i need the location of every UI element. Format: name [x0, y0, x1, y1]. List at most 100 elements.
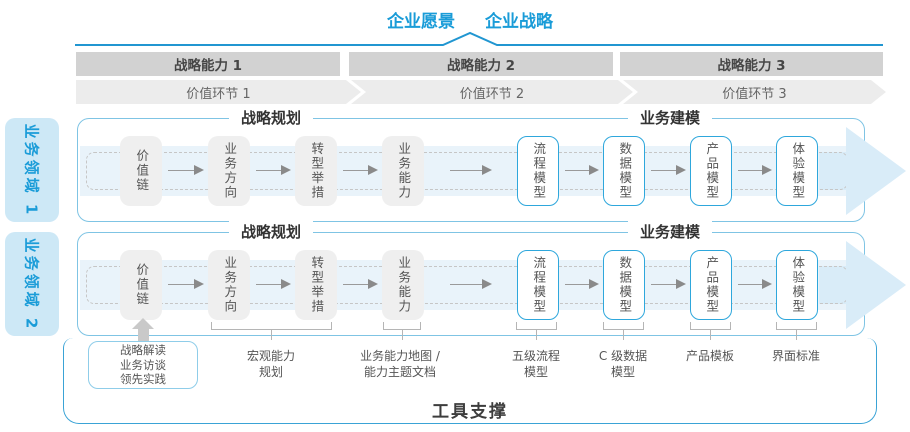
flow-arrow — [343, 165, 378, 175]
bracket-data-model — [603, 322, 644, 330]
flow-arrow — [565, 279, 599, 289]
domain-row-2: 战略规划 业务建模 价值链 业务方向 转型举措 业务能力 流程模型 数据模型 产… — [77, 221, 906, 336]
note-ui-standard: 界面标准 — [771, 349, 821, 363]
domain-label-2: 业务领域 2 — [5, 232, 59, 336]
tool-support-container — [63, 338, 877, 424]
inputs-line: 业务访谈 — [120, 357, 166, 372]
node-label: 产品模型 — [704, 256, 720, 314]
strategy-title: 企业战略 — [485, 12, 553, 32]
value-link-label: 价值环节 2 — [459, 86, 525, 102]
flow-arrow — [168, 279, 204, 289]
node-label: 业务方向 — [222, 142, 238, 200]
tool-support-label: 工具支撑 — [432, 402, 508, 422]
flow-arrow — [256, 165, 291, 175]
section-title-planning: 战略规划 — [228, 107, 314, 128]
flow-arrow — [651, 279, 686, 289]
node-experience-model[interactable]: 体验模型 — [776, 250, 818, 320]
value-link-segment-3: 价值环节 3 — [623, 80, 886, 104]
flow-arrow — [651, 165, 686, 175]
capability-bar-label: 战略能力 3 — [717, 58, 786, 74]
node-label: 流程模型 — [531, 142, 547, 200]
flow-arrow-head — [846, 241, 906, 329]
node-label: 产品模型 — [704, 142, 720, 200]
node-label: 业务能力 — [396, 256, 412, 314]
node-label: 转型举措 — [309, 256, 325, 314]
node-data-model[interactable]: 数据模型 — [603, 250, 645, 320]
node-data-model[interactable]: 数据模型 — [603, 136, 645, 206]
note-process-model: 五级流程 模型 — [511, 349, 561, 380]
section-title-modeling: 业务建模 — [627, 107, 713, 128]
bracket-tick — [536, 330, 537, 340]
up-arrow-shaft — [138, 329, 149, 342]
node-label: 转型举措 — [309, 142, 325, 200]
bracket-process-model — [516, 322, 557, 330]
node-label: 体验模型 — [790, 142, 806, 200]
bracket-product-template — [690, 322, 731, 330]
node-label: 价值链 — [134, 263, 150, 307]
node-label: 数据模型 — [617, 256, 633, 314]
flow-arrow — [450, 279, 492, 289]
bracket-ui-standard — [776, 322, 817, 330]
strategy-inputs-box[interactable]: 战略解读 业务访谈 领先实践 — [88, 341, 198, 389]
node-label: 业务能力 — [396, 142, 412, 200]
bracket-tick — [402, 330, 403, 340]
node-transformation-initiatives[interactable]: 转型举措 — [295, 136, 337, 206]
node-transformation-initiatives[interactable]: 转型举措 — [295, 250, 337, 320]
domain-label-text: 业务领域 1 — [22, 123, 41, 217]
note-product-template: 产品模板 — [685, 349, 735, 363]
flow-arrow — [256, 279, 291, 289]
section-title-modeling: 业务建模 — [627, 221, 713, 242]
node-label: 业务方向 — [222, 256, 238, 314]
domain-row-1: 战略规划 业务建模 价值链 业务方向 转型举措 业务能力 流程模型 数据模型 产… — [77, 107, 906, 222]
flow-arrow — [565, 165, 599, 175]
node-business-capability[interactable]: 业务能力 — [382, 136, 424, 206]
node-experience-model[interactable]: 体验模型 — [776, 136, 818, 206]
node-label: 流程模型 — [531, 256, 547, 314]
bracket-tick — [796, 330, 797, 340]
bracket-tick — [271, 330, 272, 340]
capability-bar-3: 战略能力 3 — [620, 52, 883, 76]
value-link-label: 价值环节 3 — [722, 86, 787, 102]
flow-arrow-head — [846, 127, 906, 215]
flow-arrow — [450, 165, 492, 175]
bracket-tick — [710, 330, 711, 340]
value-link-segment-1: 价值环节 1 — [76, 80, 361, 104]
node-business-direction[interactable]: 业务方向 — [208, 250, 250, 320]
node-product-model[interactable]: 产品模型 — [690, 250, 732, 320]
capability-bar-label: 战略能力 2 — [446, 58, 516, 74]
bracket-tick — [623, 330, 624, 340]
flow-arrow — [738, 165, 772, 175]
note-capability-map: 业务能力地图 / 能力主题文档 — [360, 349, 440, 380]
node-process-model[interactable]: 流程模型 — [517, 136, 559, 206]
flow-arrow — [168, 165, 204, 175]
capability-bar-label: 战略能力 1 — [173, 58, 243, 74]
value-link-label: 价值环节 1 — [186, 86, 251, 102]
bracket-macro-capability — [211, 322, 332, 330]
note-data-model: C 级数据 模型 — [598, 349, 648, 380]
domain-label-1: 业务领域 1 — [5, 118, 59, 222]
note-macro-capability: 宏观能力 规划 — [246, 349, 296, 380]
capability-bar-1: 战略能力 1 — [76, 52, 340, 76]
domain-label-text: 业务领域 2 — [22, 237, 41, 331]
capability-bar-2: 战略能力 2 — [349, 52, 613, 76]
section-title-planning: 战略规划 — [228, 221, 314, 242]
node-label: 体验模型 — [790, 256, 806, 314]
node-business-direction[interactable]: 业务方向 — [208, 136, 250, 206]
up-arrow-icon — [132, 318, 154, 329]
flow-arrow — [343, 279, 378, 289]
node-product-model[interactable]: 产品模型 — [690, 136, 732, 206]
node-label: 数据模型 — [617, 142, 633, 200]
value-link-segment-2: 价值环节 2 — [351, 80, 633, 104]
node-value-chain[interactable]: 价值链 — [120, 250, 162, 320]
inputs-line: 领先实践 — [120, 372, 166, 387]
vision-title: 企业愿景 — [387, 12, 455, 32]
title-underline-caret — [75, 31, 883, 46]
node-label: 价值链 — [134, 149, 150, 193]
node-business-capability[interactable]: 业务能力 — [382, 250, 424, 320]
page-title: 企业愿景 企业战略 — [387, 7, 553, 32]
node-value-chain[interactable]: 价值链 — [120, 136, 162, 206]
bracket-capability-map — [383, 322, 421, 330]
inputs-line: 战略解读 — [120, 342, 166, 357]
node-process-model[interactable]: 流程模型 — [517, 250, 559, 320]
